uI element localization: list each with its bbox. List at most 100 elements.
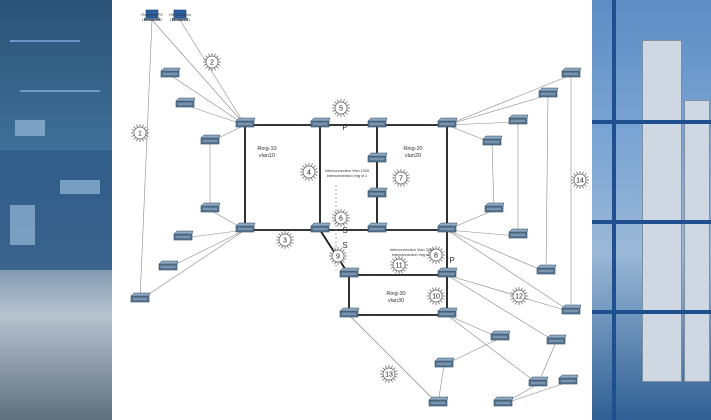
marker-ray [346,110,350,112]
network-switch-icon[interactable] [437,117,458,128]
marker-ray [382,378,385,381]
marker-ray [329,258,333,260]
switch-top [484,202,505,207]
network-switch-icon[interactable] [339,267,360,278]
network-switch-icon[interactable] [367,117,388,128]
top-host-address: 192.168.1.21 [170,18,190,22]
switch-top [558,374,579,379]
marker-number: 6 [339,215,343,222]
connection-line [446,229,519,237]
marker-ray [401,256,403,260]
numbered-marker: 12 [510,287,528,305]
network-switch-icon[interactable] [160,67,181,78]
switch-top [561,304,582,309]
network-switch-icon[interactable] [528,376,549,387]
network-switch-icon[interactable] [508,228,529,239]
network-switch-icon[interactable] [130,292,151,303]
marker-ray [582,171,584,175]
marker-ray [440,289,443,292]
device-nodes [130,9,582,407]
marker-ray [340,261,342,265]
network-switch-icon[interactable] [490,330,511,341]
marker-ray [382,367,385,370]
switch-top [546,334,567,339]
connection-line [446,74,572,126]
network-switch-icon[interactable] [561,304,582,315]
marker-ray [403,269,406,272]
network-switch-icon[interactable] [546,334,567,345]
host-computer-icon[interactable] [172,9,188,21]
host-base [172,18,188,21]
network-switch-icon[interactable] [200,202,221,213]
switch-top [561,67,582,72]
network-switch-icon[interactable] [558,374,579,385]
marker-ray [429,248,432,251]
marker-ray [427,292,431,294]
network-switch-icon[interactable] [367,152,388,163]
marker-ray [576,171,578,175]
marker-ray [515,301,517,305]
marker-ray [404,261,408,263]
marker-ray [337,99,339,103]
network-switch-icon[interactable] [484,202,505,213]
marker-ray [510,298,514,300]
network-switch-icon[interactable] [310,117,331,128]
network-switch-icon[interactable] [508,114,529,125]
network-switch-icon[interactable] [173,230,194,241]
network-switch-icon[interactable] [434,357,455,368]
marker-ray [289,244,292,247]
network-switch-icon[interactable] [158,260,179,271]
marker-ray [142,124,144,128]
marker-ray [313,165,316,168]
host-computer-icon[interactable] [144,9,160,21]
marker-ray [390,261,394,263]
connection-line [182,229,246,239]
network-switch-icon[interactable] [536,264,557,275]
network-switch-icon[interactable] [437,307,458,318]
numbered-marker: 1 [131,124,149,142]
background-panel [10,205,35,245]
network-switch-icon[interactable] [538,87,559,98]
network-switch-icon[interactable] [175,97,196,108]
network-switch-icon[interactable] [561,67,582,78]
marker-ray [392,174,396,176]
network-switch-icon[interactable] [367,187,388,198]
marker-number: 12 [515,293,523,300]
network-switch-icon[interactable] [200,134,221,145]
path-letter-s: S [342,241,347,250]
marker-ray [571,176,575,178]
network-switch-icon[interactable] [235,117,256,128]
switch-top [508,228,529,233]
network-switch-icon[interactable] [437,222,458,233]
background-pipe [10,40,80,42]
marker-ray [346,104,350,106]
network-switch-icon[interactable] [235,222,256,233]
marker-ray [278,244,281,247]
background-beam [612,0,616,420]
marker-ray [208,67,210,71]
marker-ray [345,101,348,104]
network-switch-icon[interactable] [428,396,449,407]
marker-ray [302,176,305,179]
network-switch-icon[interactable] [493,396,514,407]
marker-ray [427,251,431,253]
marker-ray [276,236,280,238]
background-beam [592,220,711,224]
network-switch-icon[interactable] [367,222,388,233]
marker-circle [392,258,406,272]
numbered-marker: 8 [427,246,445,264]
marker-ray [397,169,399,173]
marker-ray [302,165,305,168]
network-switch-icon[interactable] [339,307,360,318]
numbered-marker: 6 [332,209,350,227]
switch-top [508,114,529,119]
network-switch-icon[interactable] [482,135,503,146]
connection-lines [139,19,572,405]
switch-top [437,307,458,312]
network-switch-icon[interactable] [437,267,458,278]
marker-ray [289,233,292,236]
marker-ray [343,99,345,103]
marker-ray [585,182,589,184]
network-switch-icon[interactable] [310,222,331,233]
